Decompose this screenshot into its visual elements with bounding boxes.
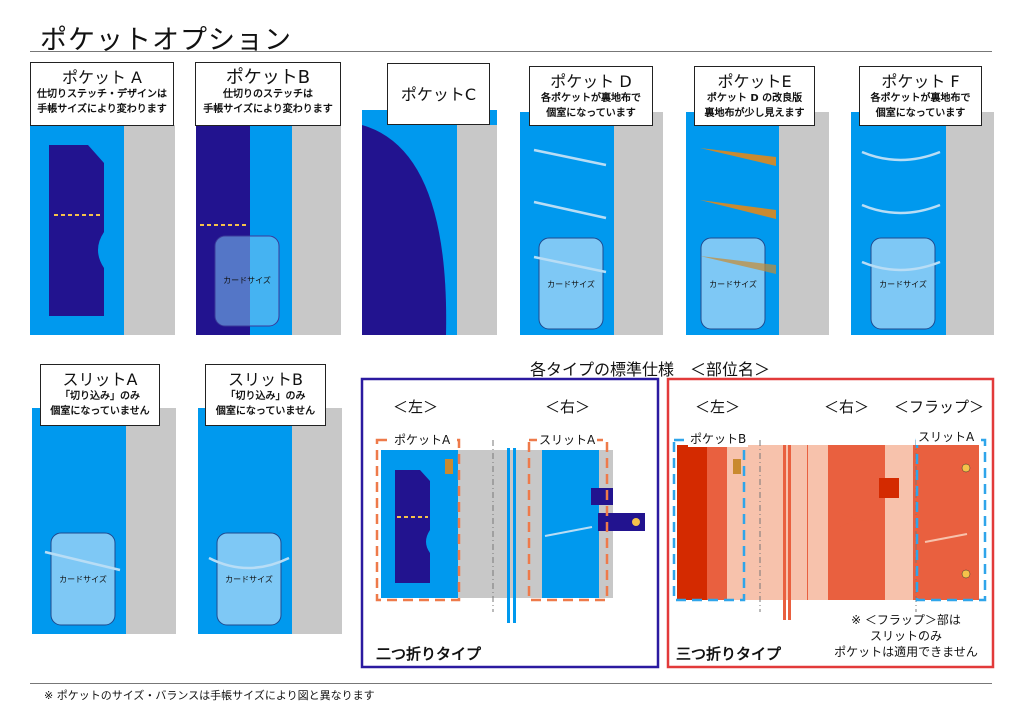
bifold-diagram (360, 377, 660, 669)
trifold-left-label: ＜左＞ (695, 398, 741, 416)
slit-b-desc-2: 個室になっていません (215, 406, 316, 417)
bifold-type-label: 二つ折りタイプ (376, 645, 482, 663)
pocket-d-desc-1: 各ポケットが裏地布で (541, 93, 641, 104)
footer-divider (30, 683, 992, 684)
pocket-c-label-box: ポケットC (387, 63, 490, 125)
pocket-f-label-box: ポケット F 各ポケットが裏地布で 個室になっています (859, 66, 982, 126)
trifold-note-line-2: スリットのみ (869, 629, 942, 643)
bifold-pocket-label: ポケットA (392, 431, 453, 448)
pocket-b-card-label: カードサイズ (223, 275, 271, 285)
page-title: ポケットオプション (40, 25, 292, 56)
trifold-slit-label: スリットA (916, 428, 977, 445)
svg-text:カードサイズ: カードサイズ (225, 574, 273, 584)
trifold-flap-note: ※ ＜フラップ＞部は スリットのみ ポケットは適用できません (826, 612, 986, 660)
slit-a-illustration: カードサイズ (32, 408, 176, 634)
trifold-diagram (666, 377, 995, 669)
pocket-a-illustration (30, 125, 175, 335)
standard-heading: 各タイプの標準仕様 ＜部位名＞ (530, 360, 771, 379)
footnote: ※ ポケットのサイズ・バランスは手帳サイズにより図と異なります (44, 689, 375, 702)
pocket-f-title: ポケット F (881, 72, 960, 91)
pocket-e-desc-2: 裏地布が少し見えます (704, 108, 805, 119)
pocket-e-illustration: カードサイズ (686, 112, 829, 335)
pocket-e-title: ポケットE (717, 72, 792, 91)
pocket-d-label-box: ポケット D 各ポケットが裏地布で 個室になっています (529, 66, 653, 126)
pocket-a-label-box: ポケット A 仕切りステッチ・デザインは 手帳サイズにより変わります (30, 62, 174, 126)
slit-b-desc-1: 「切り込み」のみ (225, 391, 306, 402)
pocket-b-label-box: ポケットB 仕切りのステッチは 手帳サイズにより変わります (195, 62, 341, 126)
slit-b-label-box: スリットB 「切り込み」のみ 個室になっていません (205, 364, 326, 426)
trifold-pocket-label: ポケットB (688, 430, 749, 447)
pocket-b-illustration: カードサイズ (196, 125, 341, 335)
slit-b-title: スリットB (228, 370, 303, 389)
svg-text:カードサイズ: カードサイズ (879, 279, 927, 289)
pocket-b-desc-1: 仕切りのステッチは (223, 89, 313, 100)
pocket-a-title: ポケット A (61, 68, 143, 87)
pocket-b-desc-2: 手帳サイズにより変わります (203, 104, 333, 115)
trifold-right-label: ＜右＞ (824, 398, 870, 416)
trifold-type-label: 三つ折りタイプ (676, 645, 782, 663)
pocket-b-title: ポケットB (225, 67, 311, 88)
pocket-f-illustration: カードサイズ (851, 112, 994, 335)
slit-a-desc-2: 個室になっていません (50, 406, 150, 417)
pocket-c-title: ポケットC (400, 85, 477, 104)
slit-a-title: スリットA (62, 370, 138, 389)
title-divider (30, 51, 992, 52)
svg-text:カードサイズ: カードサイズ (547, 279, 595, 289)
slit-a-desc-1: 「切り込み」のみ (60, 391, 140, 402)
bifold-left-label: ＜左＞ (393, 398, 439, 416)
slit-a-label-box: スリットA 「切り込み」のみ 個室になっていません (40, 364, 160, 426)
pocket-d-illustration: カードサイズ (520, 112, 663, 335)
pocket-c-illustration (362, 110, 497, 335)
bifold-slit-label: スリットA (537, 431, 598, 448)
slit-b-illustration: カードサイズ (198, 408, 342, 634)
svg-text:カードサイズ: カードサイズ (709, 279, 757, 289)
pocket-a-desc-1: 仕切りステッチ・デザインは (37, 89, 167, 100)
pocket-e-label-box: ポケットE ポケット D の改良版 裏地布が少し見えます (694, 66, 815, 126)
pocket-d-desc-2: 個室になっています (546, 108, 636, 119)
pocket-e-desc-1: ポケット D の改良版 (706, 93, 803, 104)
svg-text:カードサイズ: カードサイズ (59, 574, 107, 584)
pocket-f-desc-2: 個室になっています (875, 108, 966, 119)
bifold-right-label: ＜右＞ (545, 398, 591, 416)
trifold-flap-label: ＜フラップ＞ (894, 398, 985, 416)
pocket-f-desc-1: 各ポケットが裏地布で (870, 93, 971, 104)
trifold-note-line-3: ポケットは適用できません (834, 645, 978, 659)
trifold-note-line-1: ※ ＜フラップ＞部は (851, 613, 961, 627)
pocket-d-title: ポケット D (550, 72, 632, 91)
pocket-a-desc-2: 手帳サイズにより変わります (37, 104, 167, 115)
